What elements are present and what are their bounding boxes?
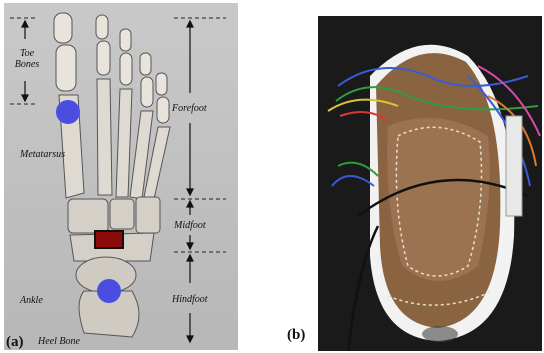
- instrumented-shoe-image: [318, 16, 542, 351]
- ankle-label: Ankle: [20, 295, 43, 306]
- heel-bone-label: Heel Bone: [38, 336, 80, 347]
- midfoot-marker: [95, 231, 123, 248]
- forefoot-sensor: [56, 100, 80, 124]
- hindfoot-label: Hindfoot: [172, 294, 208, 305]
- midfoot-label: Midfoot: [174, 220, 206, 231]
- panel-b-letter: (b): [287, 327, 305, 344]
- panel-a-letter: (a): [6, 334, 24, 350]
- metatarsus-label: Metatarsus: [20, 149, 65, 160]
- heel-sensor: [97, 279, 121, 303]
- toe-bones-label: Toe Bones: [12, 48, 42, 70]
- shoe-photo-panel: [318, 16, 542, 351]
- forefoot-label: Forefoot: [172, 103, 207, 114]
- side-sensor-module: [506, 116, 522, 216]
- foot-anatomy-panel: Toe Bones Metatarsus Ankle Heel Bone For…: [4, 3, 238, 350]
